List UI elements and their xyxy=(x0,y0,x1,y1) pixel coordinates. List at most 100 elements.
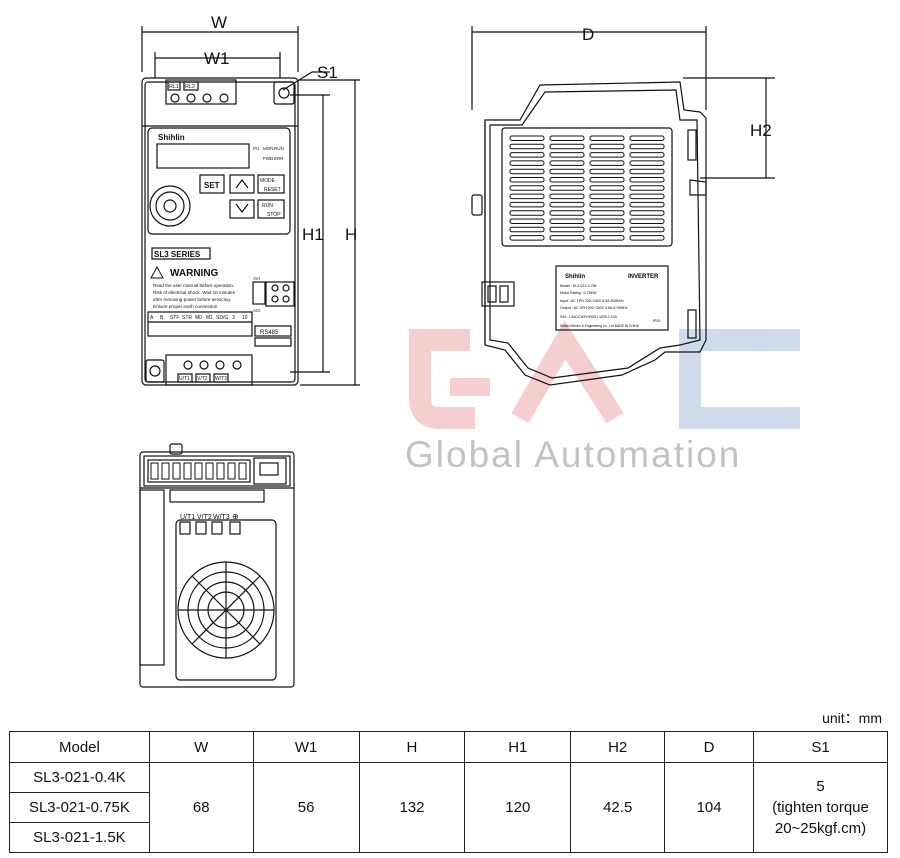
led-pu: PU xyxy=(253,146,259,151)
bottom-terminal-ut1: U/T1 xyxy=(180,514,195,521)
terminal-slot xyxy=(172,462,181,480)
vent-slot xyxy=(549,226,585,233)
dim-s1-label: S1 xyxy=(317,63,338,82)
vent-slot xyxy=(509,168,545,175)
vent-slot xyxy=(549,218,585,224)
unit-note: unit：mm xyxy=(822,710,882,726)
vent-slot xyxy=(509,226,545,233)
terminal-str: STR xyxy=(182,315,192,321)
terminal-slot xyxy=(161,462,170,480)
bottom-terminal-wt3: W/T3 xyxy=(213,514,230,521)
led-err: ERR xyxy=(274,156,284,161)
vent-slot xyxy=(509,210,545,216)
h-value: 132 xyxy=(358,762,466,853)
front-view xyxy=(141,26,360,386)
nameplate-line-6: Shihlin Electric & Engineering Co., Ltd … xyxy=(560,324,640,328)
vent-slot xyxy=(549,185,585,191)
vent-slot xyxy=(549,152,585,158)
nameplate-line-4: Output : AC 3PH 200~240V 4.5A 0~599Hz xyxy=(560,306,628,310)
vent-slot xyxy=(629,152,665,158)
mode-key-label: MODE xyxy=(260,178,276,184)
dim-w-label: W xyxy=(211,13,227,32)
model-cell: SL3-021-0.4K xyxy=(9,762,150,793)
s1-line-3: 20~25kgf.cm) xyxy=(774,820,867,837)
vent-slot xyxy=(589,168,625,175)
w-value: 68 xyxy=(148,762,254,853)
series-label: SL3 SERIES xyxy=(154,250,201,259)
led-fwd: FWD xyxy=(263,156,274,161)
vent-slot xyxy=(549,135,585,141)
switch-avi: AVI xyxy=(253,276,260,281)
header-s1: S1 xyxy=(753,731,888,763)
bottom-view xyxy=(139,443,295,688)
side-view xyxy=(471,26,775,386)
vent-slot xyxy=(549,201,585,208)
vent-slot xyxy=(589,226,625,233)
nameplate-rating: IP20 xyxy=(653,319,660,323)
vent-slot xyxy=(629,177,665,183)
header-w1: W1 xyxy=(252,731,360,763)
s1-value: 5 (tighten torque 20~25kgf.cm) xyxy=(753,762,888,853)
nameplate-line-2: Motor Rating : 0.75KW xyxy=(560,291,597,295)
terminal-slot xyxy=(205,462,214,480)
vent-slot xyxy=(629,185,665,191)
terminal-stf: STF xyxy=(170,315,179,321)
h2-value: 42.5 xyxy=(570,762,666,853)
run-key-label: RUN xyxy=(262,203,273,209)
terminal-a: A xyxy=(150,315,154,321)
table-row: SL3-021-1.5K xyxy=(9,822,888,853)
vent-slot xyxy=(629,201,665,208)
header-d: D xyxy=(664,731,755,763)
terminal-3: 3 xyxy=(232,315,235,321)
vent-slot xyxy=(589,218,625,224)
vent-slot xyxy=(589,177,625,183)
header-model: Model xyxy=(9,731,150,763)
nameplate-brand: Shihlin xyxy=(565,274,585,280)
s1-line-1: 5 xyxy=(816,778,825,795)
s1-line-2: (tighten torque xyxy=(772,799,869,816)
vent-slot xyxy=(629,235,665,241)
vent-slot xyxy=(629,143,665,150)
terminal-slot xyxy=(194,462,203,480)
model-cell: SL3-021-0.75K xyxy=(9,792,150,823)
vent-slot xyxy=(549,235,585,241)
vent-slot xyxy=(549,193,585,200)
vent-slot xyxy=(629,160,665,166)
h1-value: 120 xyxy=(464,762,572,853)
switch-aci: ACI xyxy=(253,308,261,313)
vent-slot xyxy=(549,168,585,175)
vent-slot xyxy=(549,160,585,166)
warning-title: WARNING xyxy=(170,268,219,279)
terminal-wt3: W/T3 xyxy=(215,376,227,382)
vent-slot xyxy=(589,185,625,191)
bottom-terminal-vt2: V/T2 xyxy=(197,514,212,521)
warning-line-1: Read the user manual before operation. xyxy=(153,283,234,288)
vent-slot xyxy=(589,201,625,208)
vent-slot xyxy=(629,226,665,233)
vent-slot xyxy=(509,218,545,224)
d-value: 104 xyxy=(664,762,755,853)
terminal-slot xyxy=(227,462,236,480)
terminal-10: 10 xyxy=(242,315,248,321)
vent-slot xyxy=(509,201,545,208)
terminal-slot xyxy=(216,462,225,480)
vent-slot xyxy=(509,143,545,150)
vent-slot xyxy=(509,193,545,200)
terminal-m1: M1 xyxy=(206,315,213,321)
vent-slot xyxy=(509,160,545,166)
dimension-drawing: Global Automation xyxy=(139,13,800,688)
warning-icon xyxy=(150,265,164,279)
vent-slot xyxy=(629,135,665,141)
vent-slot xyxy=(549,210,585,216)
rs485-label: RS485 xyxy=(260,330,279,336)
model-cell: SL3-021-1.5K xyxy=(9,822,150,853)
set-key-label: SET xyxy=(204,181,220,190)
terminal-rl1: RL1 xyxy=(169,84,179,90)
stop-key-label: STOP xyxy=(267,212,281,218)
vent-slot xyxy=(549,143,585,150)
nameplate-title: INVERTER xyxy=(628,274,659,280)
terminal-b: B xyxy=(160,315,164,321)
watermark-text: Global Automation xyxy=(405,434,741,475)
vent-slot xyxy=(589,152,625,158)
vent-slot xyxy=(509,135,545,141)
